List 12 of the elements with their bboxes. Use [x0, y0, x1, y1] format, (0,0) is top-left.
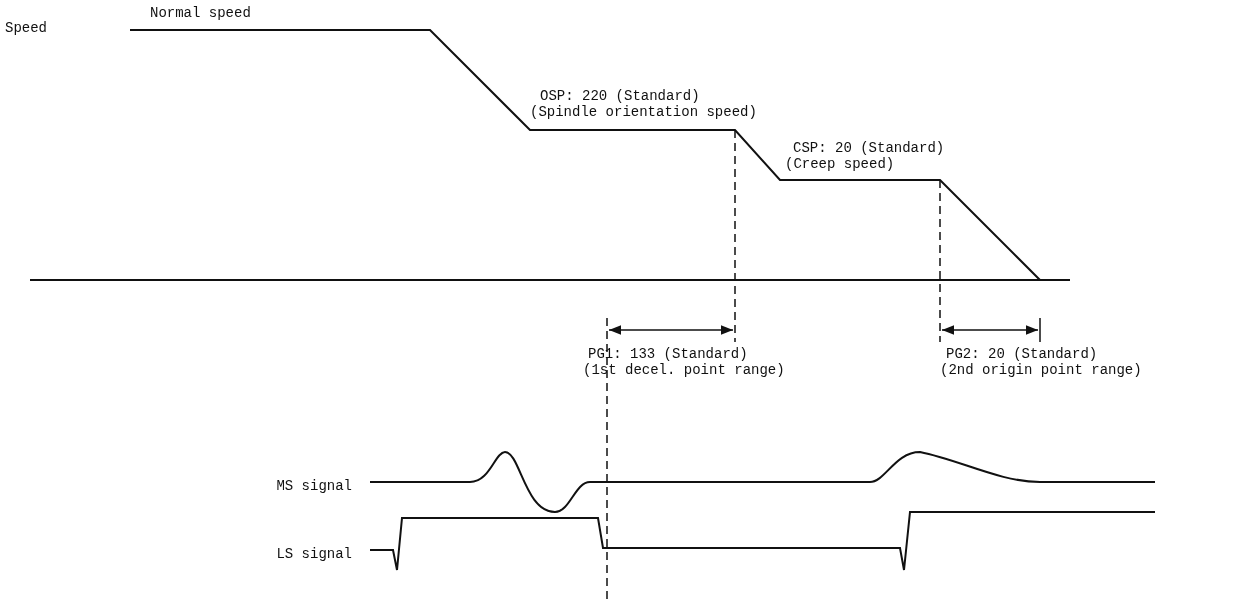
speed-label: OSP: 220 (Standard) [540, 88, 700, 104]
axis-label: Speed [5, 20, 47, 36]
speed-label: CSP: 20 (Standard) [793, 140, 945, 156]
speed-description: (Spindle orientation speed) [530, 104, 757, 120]
range-description: (1st decel. point range) [583, 362, 785, 378]
signal-label: LS signal [276, 546, 352, 562]
range-description: (2nd origin point range) [940, 362, 1142, 378]
range-label: PG2: 20 (Standard) [946, 346, 1098, 362]
speed-description: (Creep speed) [785, 156, 895, 172]
range-label: PG1: 133 (Standard) [588, 346, 748, 362]
signal-label: MS signal [276, 478, 352, 494]
speed-label: Normal speed [150, 5, 251, 21]
